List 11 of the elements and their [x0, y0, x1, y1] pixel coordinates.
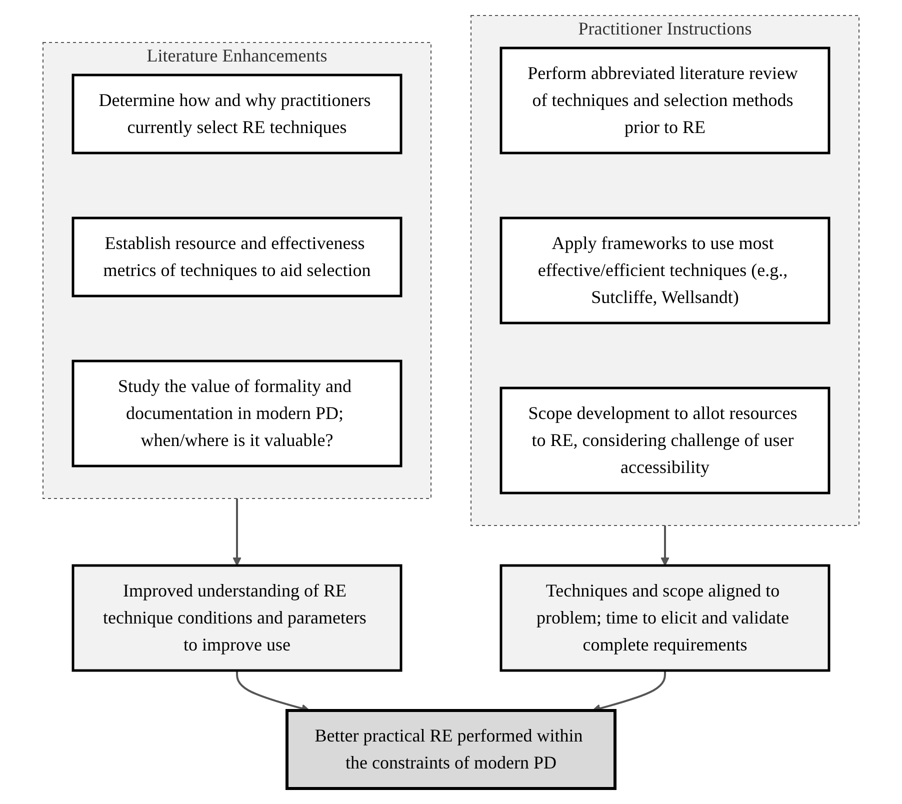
node-box: Study the value of formality and documentation in modern PD; when/where is it valuable? — [72, 360, 402, 468]
arrow — [660, 526, 670, 566]
node-box: Improved understanding of RE technique conditions and parameters to improve use — [72, 564, 402, 672]
arrow — [232, 498, 242, 566]
node-box: Perform abbreviated literature review of techniques and selection methods prior to RE — [500, 46, 830, 154]
node-box: Determine how and why practitioners currently select RE techniques — [72, 74, 402, 154]
node-box: Apply frameworks to use most effective/efficient techniques (e.g., Sutcliffe, Wellsandt) — [500, 216, 830, 324]
node-box: Techniques and scope aligned to problem; time to elicit and validate complete requirements — [500, 564, 830, 672]
node-box: Better practical RE performed within the constraints of modern PD — [286, 709, 616, 790]
node-box: Scope development to allot resources to RE, considering challenge of user accessibility — [500, 386, 830, 494]
node-box: Establish resource and effectiveness metrics of techniques to aid selection — [72, 216, 402, 298]
